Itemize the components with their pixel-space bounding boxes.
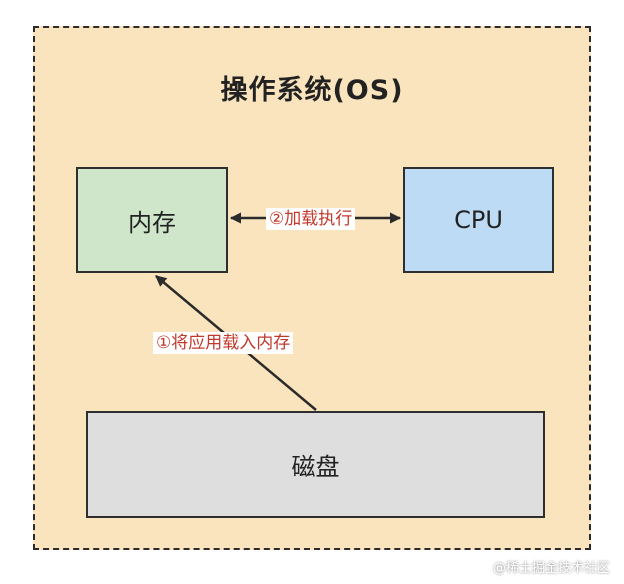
- cpu-node-label: CPU: [454, 206, 503, 234]
- cpu-node: CPU: [403, 167, 554, 273]
- memory-node: 内存: [76, 167, 228, 273]
- disk-node-label: 磁盘: [291, 453, 340, 481]
- edge-label-load-execute: ②加载执行: [266, 208, 356, 230]
- diagram-title: 操作系统(OS): [220, 75, 404, 106]
- memory-node-label: 内存: [128, 208, 176, 237]
- watermark-text: @稀土掘金技术社区: [492, 561, 610, 576]
- disk-node: 磁盘: [86, 411, 545, 518]
- edge-label-load-app-into-memory: ①将应用载入内存: [153, 332, 294, 354]
